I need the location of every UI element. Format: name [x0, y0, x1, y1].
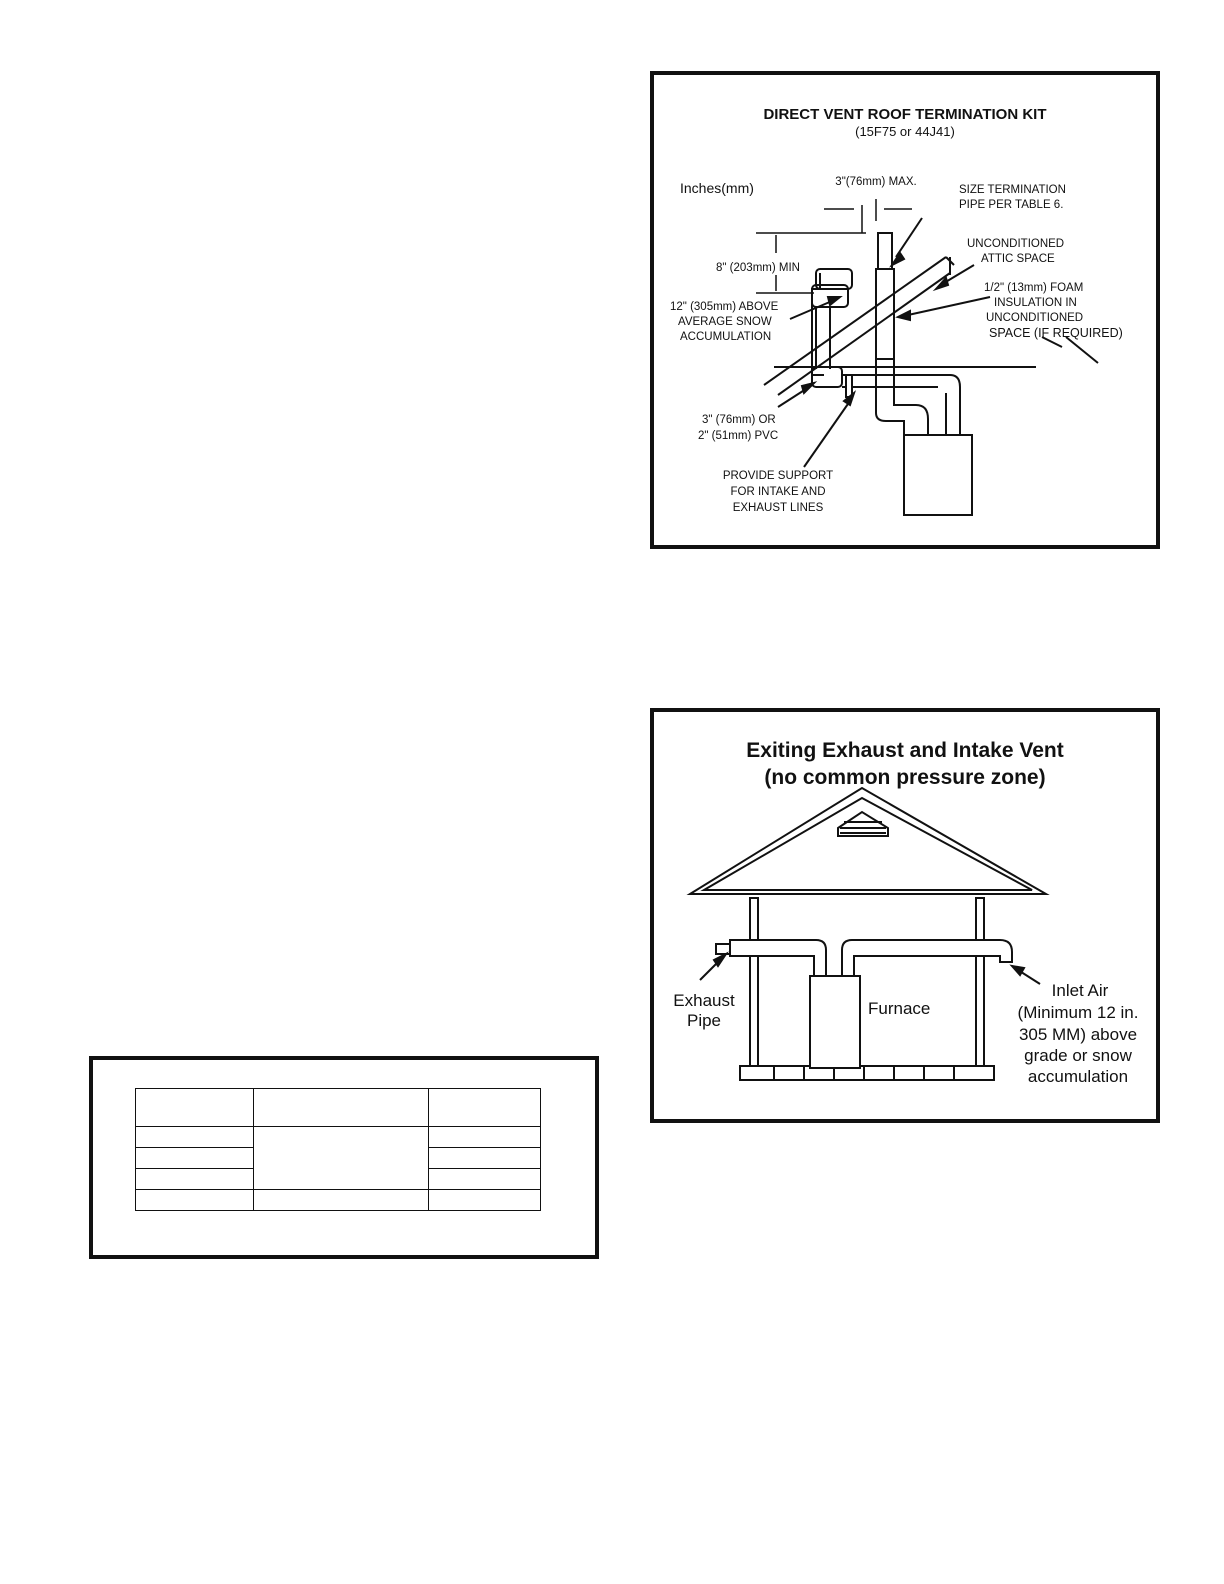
size-termination-line2: PIPE PER TABLE 6. — [959, 199, 1063, 211]
empty-table — [135, 1088, 541, 1211]
pipe-size-line2: 2" (51mm) PVC — [698, 430, 778, 442]
inlet-label-line5: accumulation — [1028, 1067, 1128, 1086]
table-cell — [135, 1088, 254, 1127]
attic-line2: ATTIC SPACE — [981, 253, 1055, 265]
figure2-arrows — [699, 951, 1041, 985]
figure-subtitle: (15F75 or 44J41) — [855, 124, 955, 139]
snow-line2: AVERAGE SNOW — [678, 316, 772, 328]
table-cell — [428, 1189, 541, 1211]
figure2-subtitle: (no common pressure zone) — [764, 766, 1045, 789]
figure2-title: Exiting Exhaust and Intake Vent — [746, 739, 1063, 762]
support-line2: FOR INTAKE AND — [731, 486, 826, 498]
foam-line3: UNCONDITIONED — [986, 312, 1083, 324]
callout-arrows — [777, 217, 1099, 468]
size-termination-line1: SIZE TERMINATION — [959, 184, 1066, 196]
furnace-label: Furnace — [868, 999, 930, 1018]
inlet-label-line2: (Minimum 12 in. — [1018, 1003, 1139, 1022]
roof-termination-diagram: DIRECT VENT ROOF TERMINATION KIT (15F75 … — [670, 106, 1123, 516]
table-cell — [253, 1088, 429, 1127]
empty-table-box — [89, 1056, 599, 1259]
exhaust-intake-diagram: Exiting Exhaust and Intake Vent (no comm… — [673, 739, 1139, 1086]
table-cell — [253, 1126, 429, 1190]
table-cell — [428, 1168, 541, 1190]
table-cell — [135, 1168, 254, 1190]
exhaust-label-line1: Exhaust — [673, 991, 735, 1010]
foam-line2: INSULATION IN — [994, 297, 1077, 309]
table-cell — [253, 1189, 429, 1211]
table-cell — [135, 1147, 254, 1169]
table-cell — [135, 1189, 254, 1211]
inlet-label-line1: Inlet Air — [1052, 981, 1109, 1000]
support-line1: PROVIDE SUPPORT — [723, 470, 833, 482]
inlet-label-line3: 305 MM) above — [1019, 1025, 1137, 1044]
table-cell — [135, 1126, 254, 1148]
attic-line1: UNCONDITIONED — [967, 238, 1064, 250]
foam-line4: SPACE (IF REQUIRED) — [989, 326, 1123, 340]
figure-title: DIRECT VENT ROOF TERMINATION KIT — [763, 106, 1046, 123]
house-drawing — [686, 786, 1050, 1081]
exhaust-intake-figure: Exiting Exhaust and Intake Vent (no comm… — [650, 708, 1160, 1123]
max-spacing-label: 3"(76mm) MAX. — [835, 176, 916, 188]
snow-line3: ACCUMULATION — [680, 331, 771, 343]
table-cell — [428, 1088, 541, 1127]
foam-line1: 1/2" (13mm) FOAM — [984, 282, 1083, 294]
min-height-label: 8" (203mm) MIN — [716, 262, 800, 274]
roof-drawing — [756, 199, 1036, 516]
table-cell — [428, 1126, 541, 1148]
pipe-size-line1: 3" (76mm) OR — [702, 414, 776, 426]
units-label: Inches(mm) — [680, 180, 754, 196]
table-cell — [428, 1147, 541, 1169]
support-line3: EXHAUST LINES — [733, 502, 824, 514]
inlet-label-line4: grade or snow — [1024, 1046, 1132, 1065]
snow-line1: 12" (305mm) ABOVE — [670, 301, 779, 313]
roof-termination-figure: DIRECT VENT ROOF TERMINATION KIT (15F75 … — [650, 71, 1160, 549]
exhaust-label-line2: Pipe — [687, 1011, 721, 1030]
